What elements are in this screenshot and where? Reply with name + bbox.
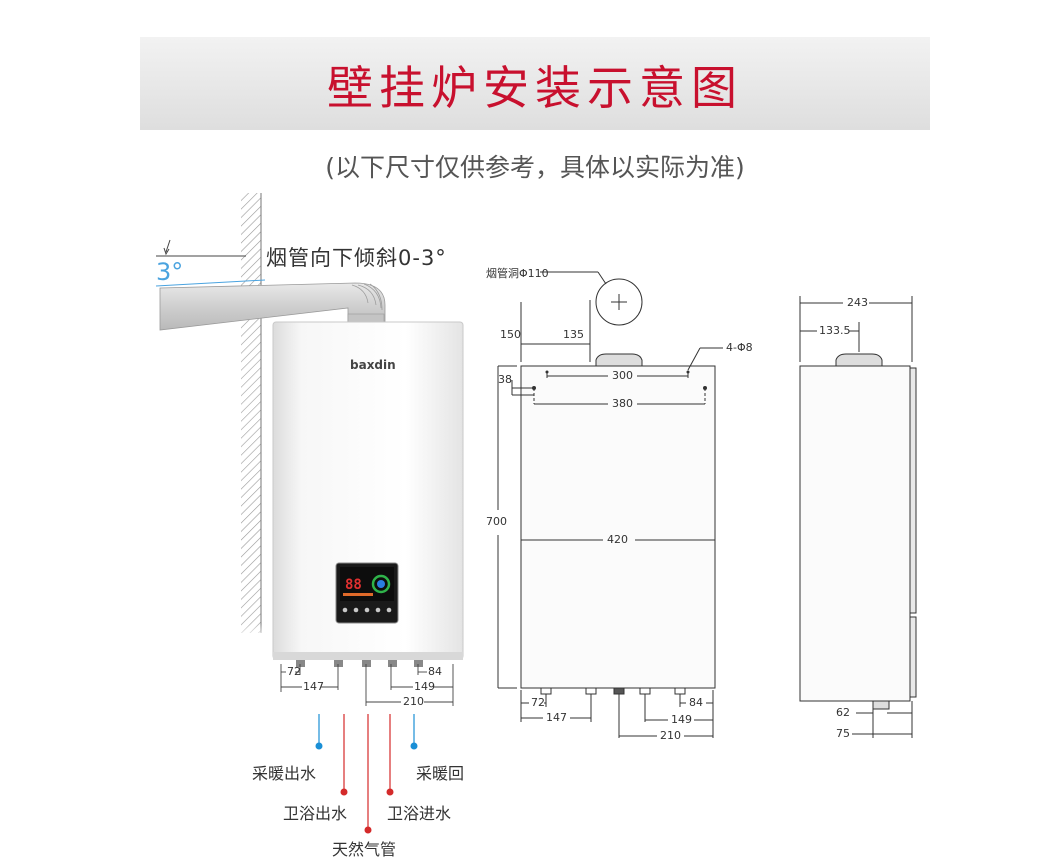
dim-700: 700 bbox=[486, 515, 507, 528]
dim-210-front: 210 bbox=[660, 729, 681, 742]
svg-text:88: 88 bbox=[345, 577, 362, 593]
dim-38: 38 bbox=[498, 373, 512, 386]
dim-380: 380 bbox=[612, 397, 633, 410]
front-view-fittings bbox=[540, 687, 686, 695]
slope-indicator bbox=[155, 239, 266, 287]
flue-pipe bbox=[159, 282, 386, 331]
dim-243: 243 bbox=[847, 296, 868, 309]
dim-84-front: 84 bbox=[689, 696, 703, 709]
flue-hole-label: 烟管洞Φ110 bbox=[486, 267, 549, 280]
dim-150: 150 bbox=[500, 328, 521, 341]
label-bath-in: 卫浴进水 bbox=[387, 804, 452, 823]
dim-300: 300 bbox=[612, 369, 633, 382]
flue-slope-label: 烟管向下倾斜0-3° bbox=[266, 246, 447, 270]
dim-420: 420 bbox=[607, 533, 628, 546]
dim-133-5: 133.5 bbox=[819, 324, 851, 337]
page-title: 壁挂炉安装示意图 bbox=[327, 61, 743, 115]
wall bbox=[236, 193, 266, 640]
label-gas-pipe: 天然气管 bbox=[332, 840, 397, 859]
dim-72-front: 72 bbox=[531, 696, 545, 709]
label-heating-return: 采暖回 bbox=[416, 764, 465, 783]
dim-147-front: 147 bbox=[546, 711, 567, 724]
left-dimension-lines bbox=[280, 664, 454, 706]
dim-210-left: 210 bbox=[403, 695, 424, 708]
connection-lines bbox=[315, 714, 418, 834]
brand-logo: baxdin bbox=[350, 358, 396, 372]
dim-147-left: 147 bbox=[303, 680, 324, 693]
front-view-holes bbox=[532, 370, 707, 390]
page-subtitle: (以下尺寸仅供参考，具体以实际为准) bbox=[325, 153, 745, 182]
dim-135: 135 bbox=[563, 328, 584, 341]
dim-149-left: 149 bbox=[414, 680, 435, 693]
title-banner bbox=[140, 37, 930, 130]
dim-72-left: 72 bbox=[287, 665, 301, 678]
dim-84-left: 84 bbox=[428, 665, 442, 678]
dim-4-phi8: 4-Φ8 bbox=[726, 341, 753, 354]
label-bath-out: 卫浴出水 bbox=[283, 804, 348, 823]
dim-75: 75 bbox=[836, 727, 850, 740]
boiler-illustration: 88 bbox=[272, 321, 464, 667]
angle-label: 3° bbox=[156, 258, 184, 286]
label-heating-out: 采暖出水 bbox=[252, 764, 317, 783]
front-view-drawing bbox=[497, 271, 723, 738]
side-view-drawing bbox=[799, 296, 917, 738]
dim-149-front: 149 bbox=[671, 713, 692, 726]
dim-62: 62 bbox=[836, 706, 850, 719]
